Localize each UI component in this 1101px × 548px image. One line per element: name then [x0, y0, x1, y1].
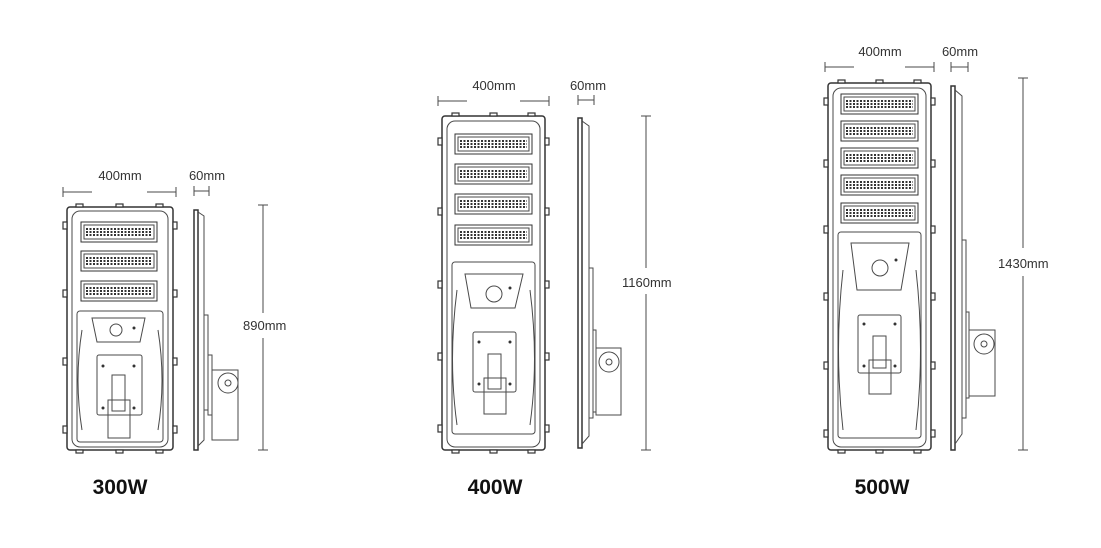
- depth-label: 60mm: [942, 44, 978, 59]
- unit-300w: 400mm 60mm: [62, 168, 286, 499]
- depth-dimension: 60mm: [570, 78, 606, 105]
- led-module: [840, 202, 919, 224]
- led-module: [454, 224, 533, 246]
- unit-400w: 400mm 60mm: [437, 78, 672, 499]
- width-label: 400mm: [98, 168, 141, 183]
- led-module: [80, 221, 158, 243]
- side-view: [577, 117, 622, 449]
- width-dimension: 400mm: [824, 44, 935, 72]
- led-module: [454, 163, 533, 185]
- model-label: 500W: [855, 476, 910, 499]
- height-label: 1430mm: [998, 256, 1049, 271]
- width-dimension: 400mm: [437, 78, 550, 106]
- led-module: [454, 193, 533, 215]
- led-module: [840, 174, 919, 196]
- model-label: 400W: [468, 476, 523, 499]
- front-view: [823, 79, 936, 454]
- height-label: 1160mm: [622, 275, 672, 290]
- led-module: [454, 133, 533, 155]
- front-view: [62, 203, 178, 454]
- height-label: 890mm: [243, 318, 286, 333]
- side-view: [950, 85, 996, 451]
- led-module: [80, 280, 158, 302]
- height-dimension: 1430mm: [998, 77, 1049, 451]
- depth-dimension: 60mm: [942, 44, 978, 72]
- height-dimension: 890mm: [243, 204, 286, 451]
- led-module: [80, 250, 158, 272]
- width-label: 400mm: [858, 44, 901, 59]
- depth-dimension: 60mm: [189, 168, 225, 196]
- model-label: 300W: [93, 476, 148, 499]
- width-label: 400mm: [472, 78, 515, 93]
- led-module: [840, 147, 919, 169]
- unit-500w: 400mm 60mm: [823, 44, 1049, 499]
- front-view: [437, 112, 550, 454]
- depth-label: 60mm: [189, 168, 225, 183]
- side-view: [193, 209, 239, 451]
- led-module: [840, 120, 919, 142]
- led-module: [840, 93, 919, 115]
- height-dimension: 1160mm: [622, 115, 672, 451]
- width-dimension: 400mm: [62, 168, 177, 197]
- depth-label: 60mm: [570, 78, 606, 93]
